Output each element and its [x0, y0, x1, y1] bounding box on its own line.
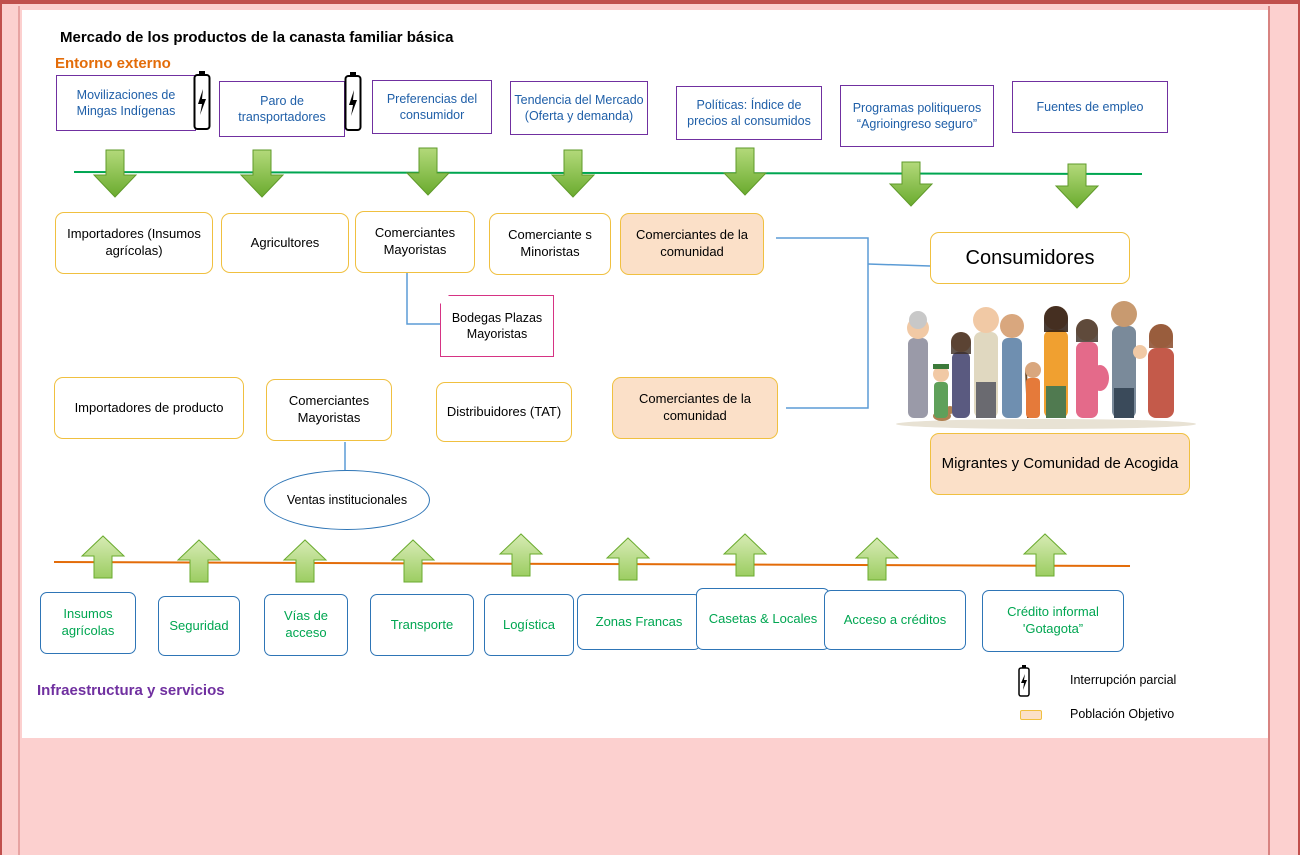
actor-comerciantes-minoristas: Comerciante s Minoristas — [489, 213, 611, 275]
actor-comerciantes-comunidad-1: Comerciantes de la comunidad — [620, 213, 764, 275]
infra-seguridad: Seguridad — [158, 596, 240, 656]
external-factor-programas: Programas politiqueros “Agrioingreso seg… — [840, 85, 994, 147]
infra-acceso-creditos: Acceso a créditos — [824, 590, 966, 650]
arrow-down-icon — [239, 149, 285, 198]
connector-comunidad-bracket — [776, 237, 869, 409]
legend-poblacion-label: Población Objetivo — [1070, 707, 1175, 721]
connector-mayoristas-bodegas — [406, 272, 440, 325]
connector-bracket-consumidores — [867, 263, 931, 267]
ventas-institucionales: Ventas institucionales — [264, 470, 430, 530]
people-illustration — [896, 301, 1196, 429]
infra-zonas-francas: Zonas Francas — [577, 594, 701, 650]
arrow-up-icon — [176, 539, 222, 583]
connectors-layer — [53, 147, 1143, 583]
diagram-title: Mercado de los productos de la canasta f… — [60, 29, 454, 46]
battery-icon — [344, 72, 362, 131]
external-green-line — [73, 171, 1143, 175]
actor-agricultores: Agricultores — [221, 213, 349, 273]
arrow-down-icon — [888, 161, 934, 207]
consumidores-box: Consumidores — [930, 232, 1130, 284]
infra-credito-informal: Crédito informal 'Gotagota” — [982, 590, 1124, 652]
arrow-down-icon — [1054, 163, 1100, 209]
diagram-canvas: Mercado de los productos de la canasta f… — [22, 10, 1268, 738]
arrow-up-icon — [390, 539, 436, 583]
actor-comerciantes-mayoristas-2: Comerciantes Mayoristas — [266, 379, 392, 441]
frame-inner-right-border — [1268, 6, 1270, 855]
infra-casetas-locales: Casetas & Locales — [696, 588, 830, 650]
external-factor-tendencia: Tendencia del Mercado (Oferta y demanda) — [510, 81, 648, 135]
arrow-up-icon — [282, 539, 328, 583]
infra-logistica: Logística — [484, 594, 574, 656]
legend-interrupcion-label: Interrupción parcial — [1070, 673, 1177, 687]
battery-icon — [193, 71, 211, 130]
migrantes-comunidad-acogida: Migrantes y Comunidad de Acogida — [930, 433, 1190, 495]
arrow-up-icon — [498, 533, 544, 577]
external-section-label: Entorno externo — [55, 55, 171, 72]
external-factor-mingas: Movilizaciones de Mingas Indígenas — [56, 75, 196, 131]
infra-vias-acceso: Vías de acceso — [264, 594, 348, 656]
external-factor-politicas: Políticas: Índice de precios al consumid… — [676, 86, 822, 140]
arrow-up-icon — [854, 537, 900, 581]
legend-poblacion-swatch — [1020, 710, 1042, 720]
arrow-down-icon — [722, 147, 768, 196]
frame-left-border — [0, 0, 2, 855]
actor-importadores-producto: Importadores de producto — [54, 377, 244, 439]
arrow-down-icon — [405, 147, 451, 196]
actor-comerciantes-comunidad-2: Comerciantes de la comunidad — [612, 377, 778, 439]
arrow-down-icon — [92, 149, 138, 198]
actor-distribuidores-tat: Distribuidores (TAT) — [436, 382, 572, 442]
external-factor-paro: Paro de transportadores — [219, 81, 345, 137]
arrow-up-icon — [80, 535, 126, 579]
frame-inner-left-border — [18, 6, 20, 855]
frame-right-border — [1298, 0, 1300, 855]
infra-section-label: Infraestructura y servicios — [37, 682, 225, 699]
arrow-up-icon — [1022, 533, 1068, 577]
infra-insumos-agricolas: Insumos agrícolas — [40, 592, 136, 654]
external-factor-preferencias: Preferencias del consumidor — [372, 80, 492, 134]
frame-top-border — [0, 0, 1300, 4]
battery-icon — [1018, 665, 1030, 697]
actor-comerciantes-mayoristas-1: Comerciantes Mayoristas — [355, 211, 475, 273]
bodegas-plazas-mayoristas: Bodegas Plazas Mayoristas — [440, 295, 554, 357]
infra-orange-line — [53, 561, 1131, 567]
infra-transporte: Transporte — [370, 594, 474, 656]
arrow-down-icon — [550, 149, 596, 198]
arrow-up-icon — [605, 537, 651, 581]
external-factor-empleo: Fuentes de empleo — [1012, 81, 1168, 133]
actor-importadores-insumos: Importadores (Insumos agrícolas) — [55, 212, 213, 274]
arrow-up-icon — [722, 533, 768, 577]
